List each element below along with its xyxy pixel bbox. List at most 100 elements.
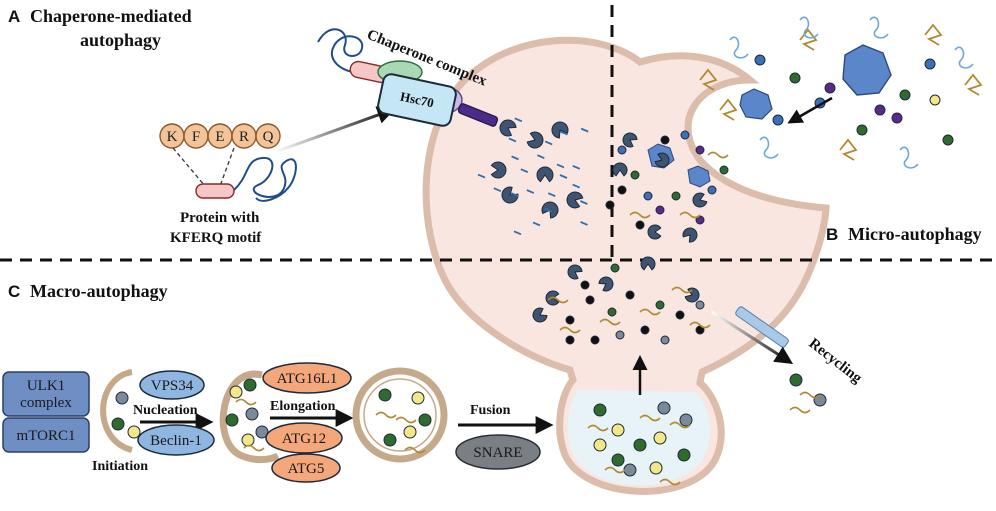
cargo-dot (625, 290, 635, 300)
svg-text:F: F (192, 129, 200, 145)
recycling-arrow (711, 310, 794, 364)
initiation-label: Initiation (92, 459, 148, 474)
cargo-dot (411, 391, 425, 405)
lysosomal-enzyme (612, 162, 628, 177)
protein-label-line2: KFERQ motif (170, 230, 262, 246)
autolysosome-lumen (567, 390, 710, 486)
cargo-dot (610, 263, 620, 273)
lysosomal-enzyme (598, 276, 614, 292)
panel-c-letter: C (8, 282, 20, 301)
mtorc1-box: mTORC1 (2, 417, 90, 453)
ulk1-label-line2: complex (20, 395, 72, 411)
panel-c-title: Macro-autophagy (30, 281, 168, 301)
hsc70-box (377, 73, 457, 127)
cargo-fragment (789, 406, 811, 414)
lysosomal-enzyme (501, 186, 519, 204)
cargo-fragment (243, 444, 265, 452)
cargo-fragment (599, 318, 621, 326)
lysosomal-enzyme (499, 119, 517, 137)
beclin-pill: Beclin-1 (137, 424, 215, 456)
cargo-dot (633, 438, 647, 452)
cargo-fragment (799, 391, 821, 399)
svg-text:ATG5: ATG5 (288, 461, 325, 477)
svg-text:E: E (215, 129, 224, 145)
cargo-dot (640, 325, 650, 335)
nucleation-label: Nucleation (133, 403, 198, 418)
cargo-dot (655, 205, 665, 215)
cargo-dot (772, 114, 784, 126)
micro-cargo-outside (699, 16, 983, 169)
cargo-fragment (679, 211, 701, 219)
lysosomal-enzyme (526, 131, 544, 149)
panel-b-letter: B (826, 225, 838, 244)
protein-aggregate (842, 44, 892, 96)
cargo-fragment (375, 411, 397, 419)
cargo-dot (695, 300, 705, 310)
cargo-fragment (669, 421, 691, 429)
protein-tag (195, 183, 235, 199)
lysosomal-enzyme (682, 227, 698, 243)
cargo-fragment (559, 326, 581, 334)
cargo-fragment (671, 286, 693, 294)
peptide-fragment (514, 117, 523, 123)
peptide-fragment (537, 154, 545, 160)
cargo-dot (593, 403, 607, 417)
peptide-fragment (580, 221, 588, 226)
lysosomal-enzyme (567, 264, 583, 280)
lysosomal-enzyme (532, 307, 548, 323)
cargo-dot (719, 165, 729, 175)
cargo-dot (630, 170, 640, 180)
peptide-fragment (544, 207, 553, 213)
cargo-dot (585, 295, 595, 305)
motif-residue-E: E (207, 123, 233, 149)
cargo-dot (695, 145, 705, 155)
cargo-fragment (899, 146, 919, 169)
peptide-fragment (579, 200, 588, 205)
cargo-fragment (707, 151, 729, 159)
lysosomal-enzyme (566, 191, 584, 209)
cargo-dot (824, 82, 836, 94)
cargo-dot (789, 72, 801, 84)
micro-arrow (787, 96, 833, 124)
cargo-dot (657, 401, 671, 415)
cargo-dot (754, 54, 766, 66)
cargo-dot (607, 307, 617, 317)
cargo-dot (580, 280, 590, 290)
cargo-dot (660, 335, 670, 345)
cargo-fragment (839, 138, 858, 161)
cargo-fragment (799, 28, 818, 51)
cargo-dot (590, 335, 600, 345)
atg12-pill: ATG12 (265, 422, 343, 454)
cargo-dot (115, 391, 129, 405)
motif-residue-K: K (159, 123, 185, 149)
motif-residue-Q: Q (255, 123, 281, 149)
motif-residue-F: F (183, 123, 209, 149)
lysosomal-enzyme (640, 256, 656, 271)
ulk1-complex-box: ULK1 complex (2, 371, 90, 417)
atg16l1-pill: ATG16L1 (262, 362, 352, 394)
cargo-dot (643, 191, 653, 201)
cargo-dot (418, 413, 432, 427)
cargo-fragment (759, 136, 779, 159)
micro-cargo-inside (605, 130, 729, 243)
lysosomal-enzyme (551, 121, 569, 139)
cargo-dot (929, 94, 941, 106)
motif-residue-R: R (231, 123, 257, 149)
peptide-fragment (508, 137, 517, 143)
recycling-transporter (735, 306, 789, 348)
cargo-dot (611, 453, 625, 467)
peptide-fragment (513, 230, 522, 236)
cargo-fragment (629, 211, 651, 219)
cargo-dot (649, 461, 663, 475)
cargo-fragment (954, 46, 974, 69)
cargo-dot (635, 220, 645, 230)
peptide-fragment (526, 189, 535, 194)
cargo-fragment (639, 414, 661, 422)
phagophore (100, 369, 133, 453)
svg-text:SNARE: SNARE (473, 445, 522, 461)
cargo-dot (615, 330, 625, 340)
cargo-dot (671, 191, 681, 201)
peptide-fragment (520, 168, 529, 174)
cargo-dot (924, 58, 936, 70)
